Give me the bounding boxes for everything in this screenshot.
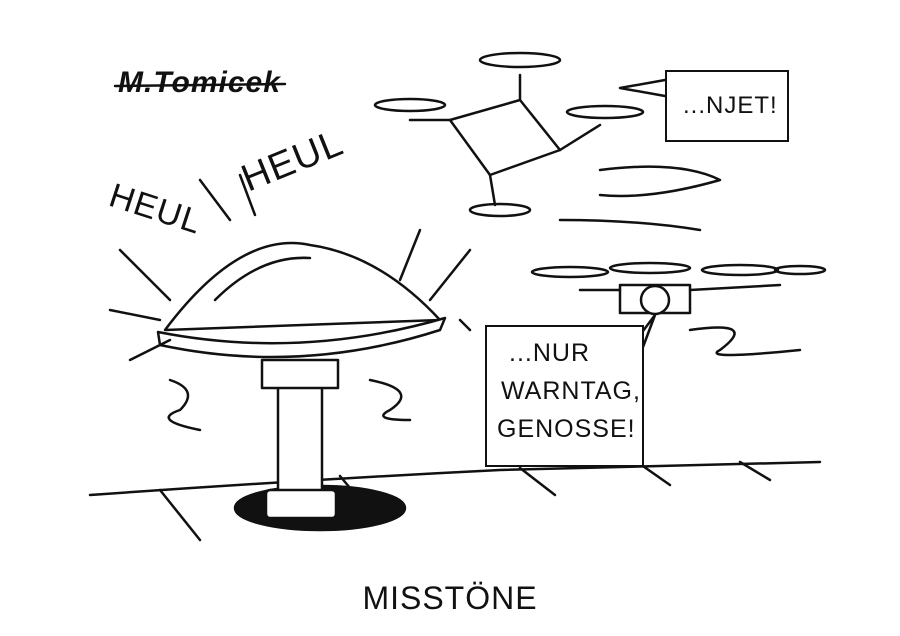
roof-line [88,460,822,497]
siren-mount [264,488,338,520]
speech-text-line-3: GENOSSE! [497,415,636,443]
bottom-drone [530,261,827,357]
speech-bubble-top-drone: ...NJET! [665,70,789,142]
siren-pole [276,383,324,507]
speech-text-line-2: WARNTAG, [501,377,641,405]
top-drone [373,51,722,232]
speech-text-line-1: ...NUR [509,339,590,367]
speech-text-njet: ...NJET! [683,92,778,119]
speech-bubble-bottom-drone: ...NUR WARNTAG, GENOSSE! [485,325,644,467]
signature-strike [113,82,287,88]
cartoon-caption: MISSTÖNE [362,580,538,616]
siren-dome [163,241,442,332]
artist-signature: M.Tomicek [118,66,281,99]
